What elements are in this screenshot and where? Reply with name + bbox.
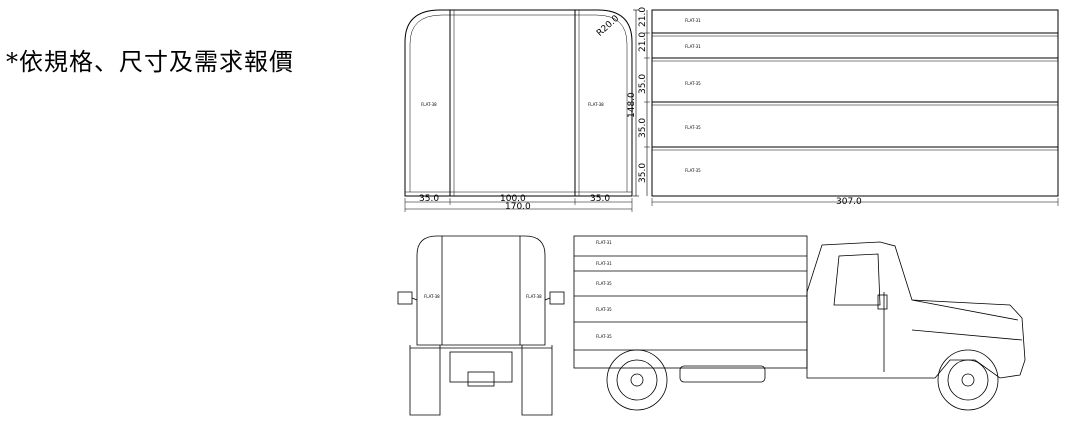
side-height-seg-5: 35.0 [638,163,648,183]
radius-dimension: R20.0 [595,14,621,39]
truck-rear-view [397,235,565,416]
front-left-panel-label: FLAT-38 [421,102,437,107]
board-label-1: FLAT-31 [685,18,701,23]
side-length: 307.0 [836,197,862,207]
board-label-3: FLAT-35 [685,81,701,86]
truck-board-label-3: FLAT-35 [596,281,612,286]
truck-side-view [573,235,1026,411]
board-label-2: FLAT-31 [685,44,701,49]
front-width-seg-2: 100.0 [500,194,526,204]
side-total-height: 148.0 [627,92,637,118]
truck-board-label-2: FLAT-31 [596,261,612,266]
board-label-5: FLAT-35 [685,168,701,173]
front-right-panel-label: FLAT-38 [588,102,604,107]
truck-board-label-1: FLAT-31 [596,240,612,245]
side-height-seg-3: 35.0 [638,74,648,94]
front-total-width: 170.0 [505,202,531,212]
side-view-drawing [644,9,1059,206]
side-height-seg-4: 35.0 [638,118,648,138]
quote-note: *依規格、尺寸及需求報價 [6,48,294,76]
board-label-4: FLAT-35 [685,125,701,130]
rear-right-panel-label: FLAT-38 [526,294,542,299]
rear-left-panel-label: FLAT-38 [424,294,440,299]
side-height-seg-1: 21.0 [638,7,648,27]
front-view-drawing [404,9,639,212]
front-width-seg-3: 35.0 [590,194,610,204]
front-width-seg-1: 35.0 [419,194,439,204]
truck-board-label-4: FLAT-35 [596,307,612,312]
truck-board-label-5: FLAT-35 [596,334,612,339]
side-height-seg-2: 21.0 [638,32,648,52]
